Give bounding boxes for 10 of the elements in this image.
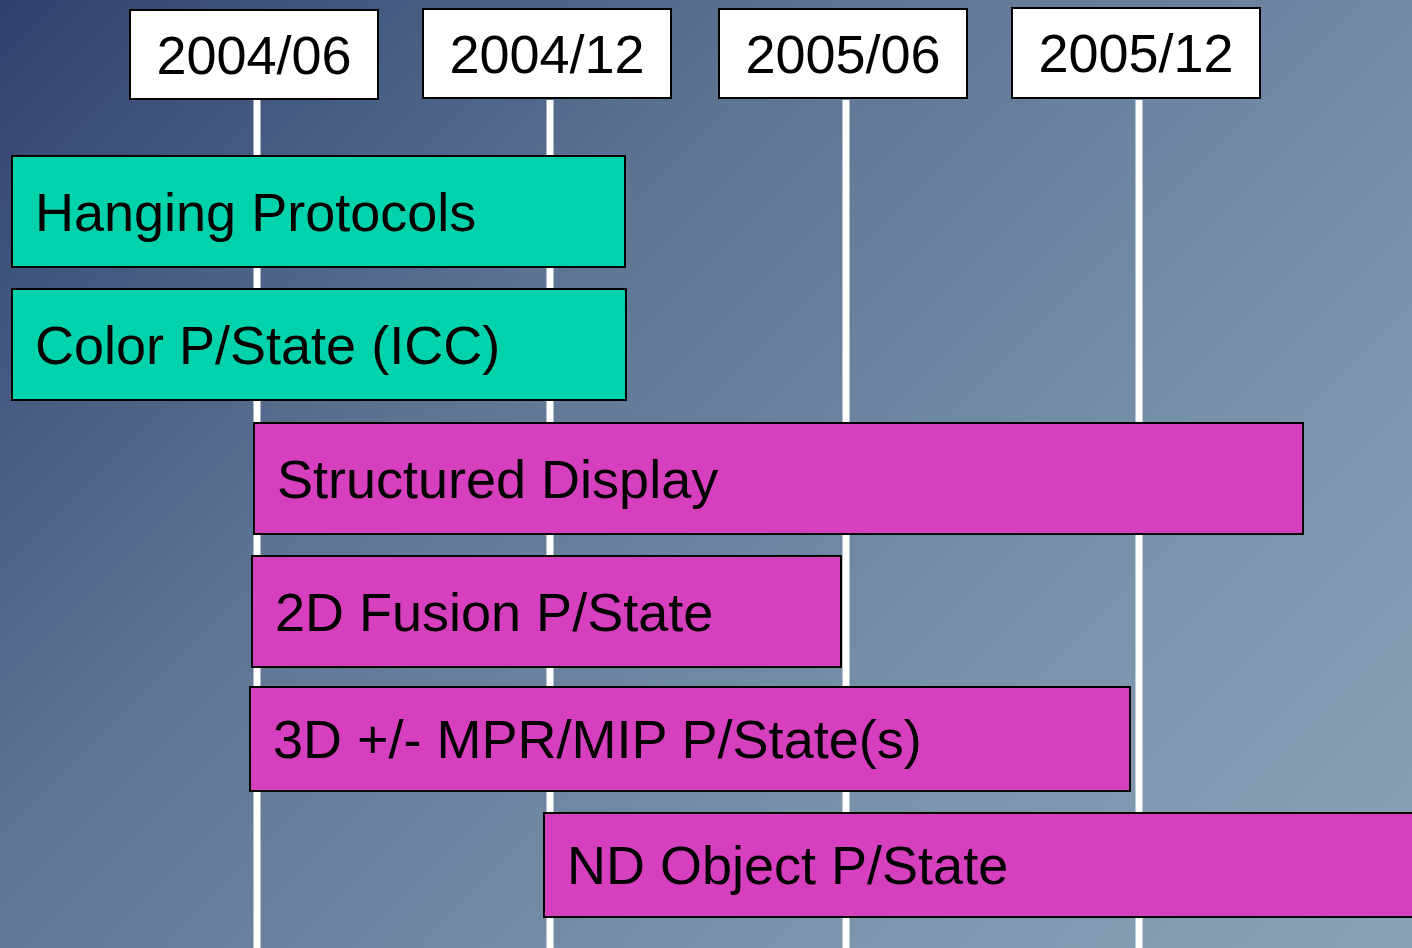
timeline-bar: 2D Fusion P/State xyxy=(251,555,842,668)
timeline-bar: Hanging Protocols xyxy=(11,155,626,268)
date-label: 2004/12 xyxy=(422,8,672,99)
timeline-bar: Color P/State (ICC) xyxy=(11,288,627,401)
timeline-bar: 3D +/- MPR/MIP P/State(s) xyxy=(249,686,1131,792)
timeline-bar: ND Object P/State xyxy=(543,812,1412,918)
timeline-bar: Structured Display xyxy=(253,422,1304,535)
date-label: 2004/06 xyxy=(129,9,379,100)
date-label: 2005/12 xyxy=(1011,7,1261,99)
date-label: 2005/06 xyxy=(718,8,968,99)
